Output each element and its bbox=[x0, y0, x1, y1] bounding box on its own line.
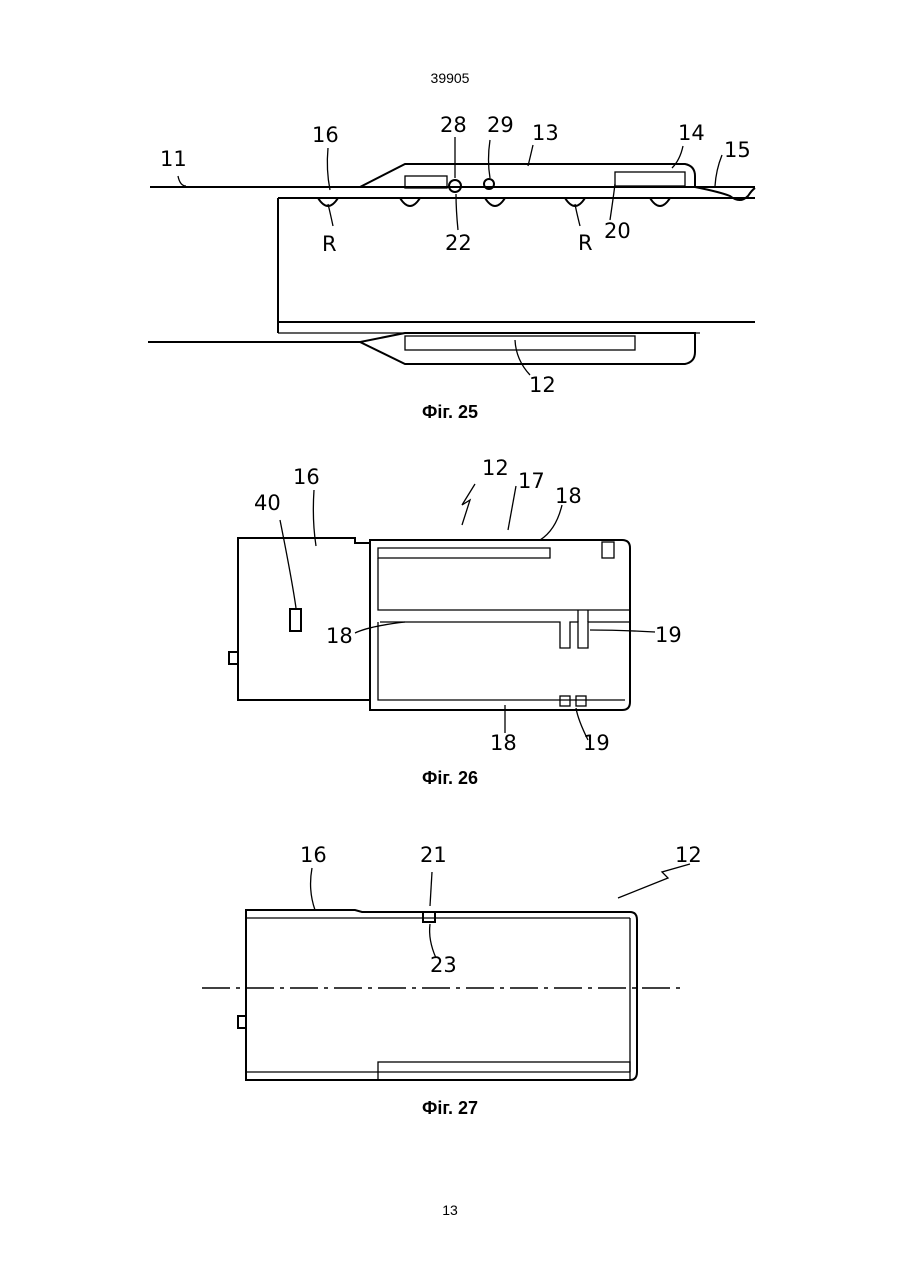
tube-12 bbox=[246, 910, 637, 1080]
notch-21 bbox=[423, 912, 435, 922]
page-number: 13 bbox=[0, 1202, 900, 1218]
hatched-wall bbox=[378, 1062, 630, 1080]
label-12: 12 bbox=[675, 843, 702, 867]
label-21: 21 bbox=[420, 843, 447, 867]
label-23: 23 bbox=[430, 953, 457, 977]
label-16: 16 bbox=[300, 843, 327, 867]
figure-27-caption: Фіг. 27 bbox=[0, 1098, 900, 1119]
